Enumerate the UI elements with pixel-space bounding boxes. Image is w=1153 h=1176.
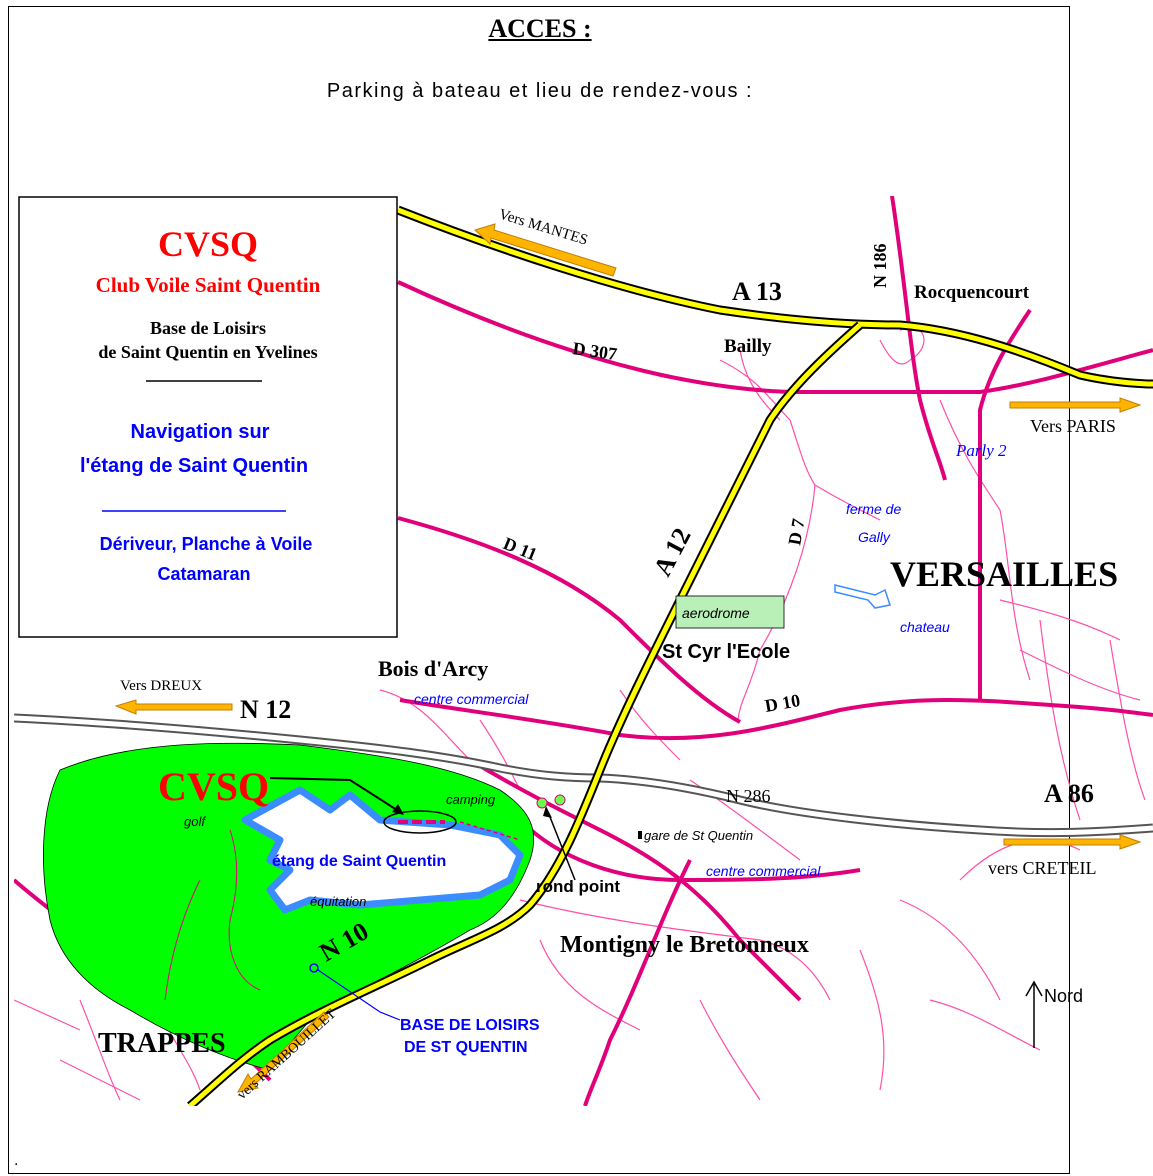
label-bois-darcy: Bois d'Arcy — [378, 656, 488, 681]
page-subtitle: Parking à bateau et lieu de rendez-vous … — [326, 80, 754, 102]
footer-mark: . — [14, 1152, 19, 1169]
label-rond-point: rond point — [536, 877, 620, 896]
label-n286: N 286 — [726, 786, 771, 806]
legend-club-full: Club Voile Saint Quentin — [96, 273, 321, 297]
label-n186: N 186 — [870, 244, 890, 289]
arrow-rambouillet — [237, 1011, 330, 1093]
legend-base-2: de Saint Quentin en Yvelines — [98, 342, 317, 362]
label-centre-commercial-1: centre commercial — [414, 691, 529, 707]
arrow-dreux — [114, 699, 233, 715]
label-bailly: Bailly — [724, 336, 772, 357]
legend-box: CVSQ Club Voile Saint Quentin Base de Lo… — [18, 196, 398, 638]
label-st-cyr: St Cyr l'Ecole — [662, 641, 790, 663]
north-arrow — [1025, 980, 1043, 1048]
label-base-1: BASE DE LOISIRS — [400, 1017, 540, 1034]
legend-base-1: Base de Loisirs — [150, 318, 266, 338]
direction-arrows — [114, 223, 1142, 1093]
base-pointer — [309, 963, 401, 1021]
label-rocquencourt: Rocquencourt — [914, 282, 1030, 303]
aerodrome-area — [675, 595, 785, 629]
road-d307 — [397, 280, 1153, 394]
motorways — [187, 205, 1153, 1106]
road-south — [583, 859, 692, 1106]
page-title: ACCES : — [488, 14, 592, 43]
label-equitation: équitation — [310, 894, 366, 909]
label-parly2: Parly 2 — [955, 441, 1007, 460]
page-frame — [8, 6, 1070, 1174]
label-vers-creteil: vers CRETEIL — [988, 858, 1096, 878]
label-cvsq-map: CVSQ — [158, 764, 269, 809]
label-a13: A 13 — [732, 277, 782, 306]
label-trappes: TRAPPES — [98, 1028, 226, 1059]
legend-nav-2: l'étang de Saint Quentin — [80, 455, 308, 477]
road-rocq — [978, 308, 1032, 700]
label-chateau: chateau — [900, 619, 950, 635]
minor-roads — [14, 327, 1146, 1101]
label-ferme-1: ferme de — [846, 501, 901, 517]
rond-point-pointer — [536, 794, 576, 881]
label-centre-commercial-2: centre commercial — [706, 863, 821, 879]
road-n186 — [890, 196, 947, 481]
park-paths — [164, 829, 261, 1001]
label-gare: gare de St Quentin — [644, 828, 753, 843]
label-a86: A 86 — [1044, 779, 1094, 808]
label-montigny: Montigny le Bretonneux — [560, 932, 809, 958]
label-aerodrome: aerodrome — [682, 605, 750, 621]
arrow-mantes — [474, 223, 617, 277]
legend-boats-1: Dériveur, Planche à Voile — [100, 534, 313, 554]
label-d10: D 10 — [763, 690, 801, 716]
label-vers-dreux: Vers DREUX — [120, 678, 202, 694]
legend-nav-1: Navigation sur — [131, 421, 270, 443]
label-versailles: VERSAILLES — [890, 554, 1118, 594]
label-camping: camping — [446, 792, 496, 807]
arrow-paris — [1009, 397, 1142, 413]
label-base-2: DE ST QUENTIN — [404, 1039, 528, 1056]
label-etang: étang de Saint Quentin — [272, 853, 446, 870]
chateau-shape — [834, 584, 891, 609]
road-d11 — [397, 516, 741, 724]
label-ferme-2: Gally — [858, 529, 891, 545]
label-vers-paris: Vers PARIS — [1030, 416, 1116, 436]
label-nord: Nord — [1044, 986, 1083, 1006]
legend-boats-2: Catamaran — [157, 564, 250, 584]
road-d10 — [399, 698, 1153, 741]
label-n12: N 12 — [240, 695, 291, 724]
label-d7: D 7 — [784, 517, 808, 547]
road-montigny — [468, 758, 802, 1002]
arrow-creteil — [1003, 834, 1142, 850]
lake — [241, 786, 524, 914]
label-golf: golf — [184, 814, 206, 829]
legend-club-short: CVSQ — [158, 224, 258, 264]
cvsq-pointer — [269, 777, 521, 841]
label-d307: D 307 — [571, 338, 618, 364]
gare-marker — [638, 831, 642, 839]
